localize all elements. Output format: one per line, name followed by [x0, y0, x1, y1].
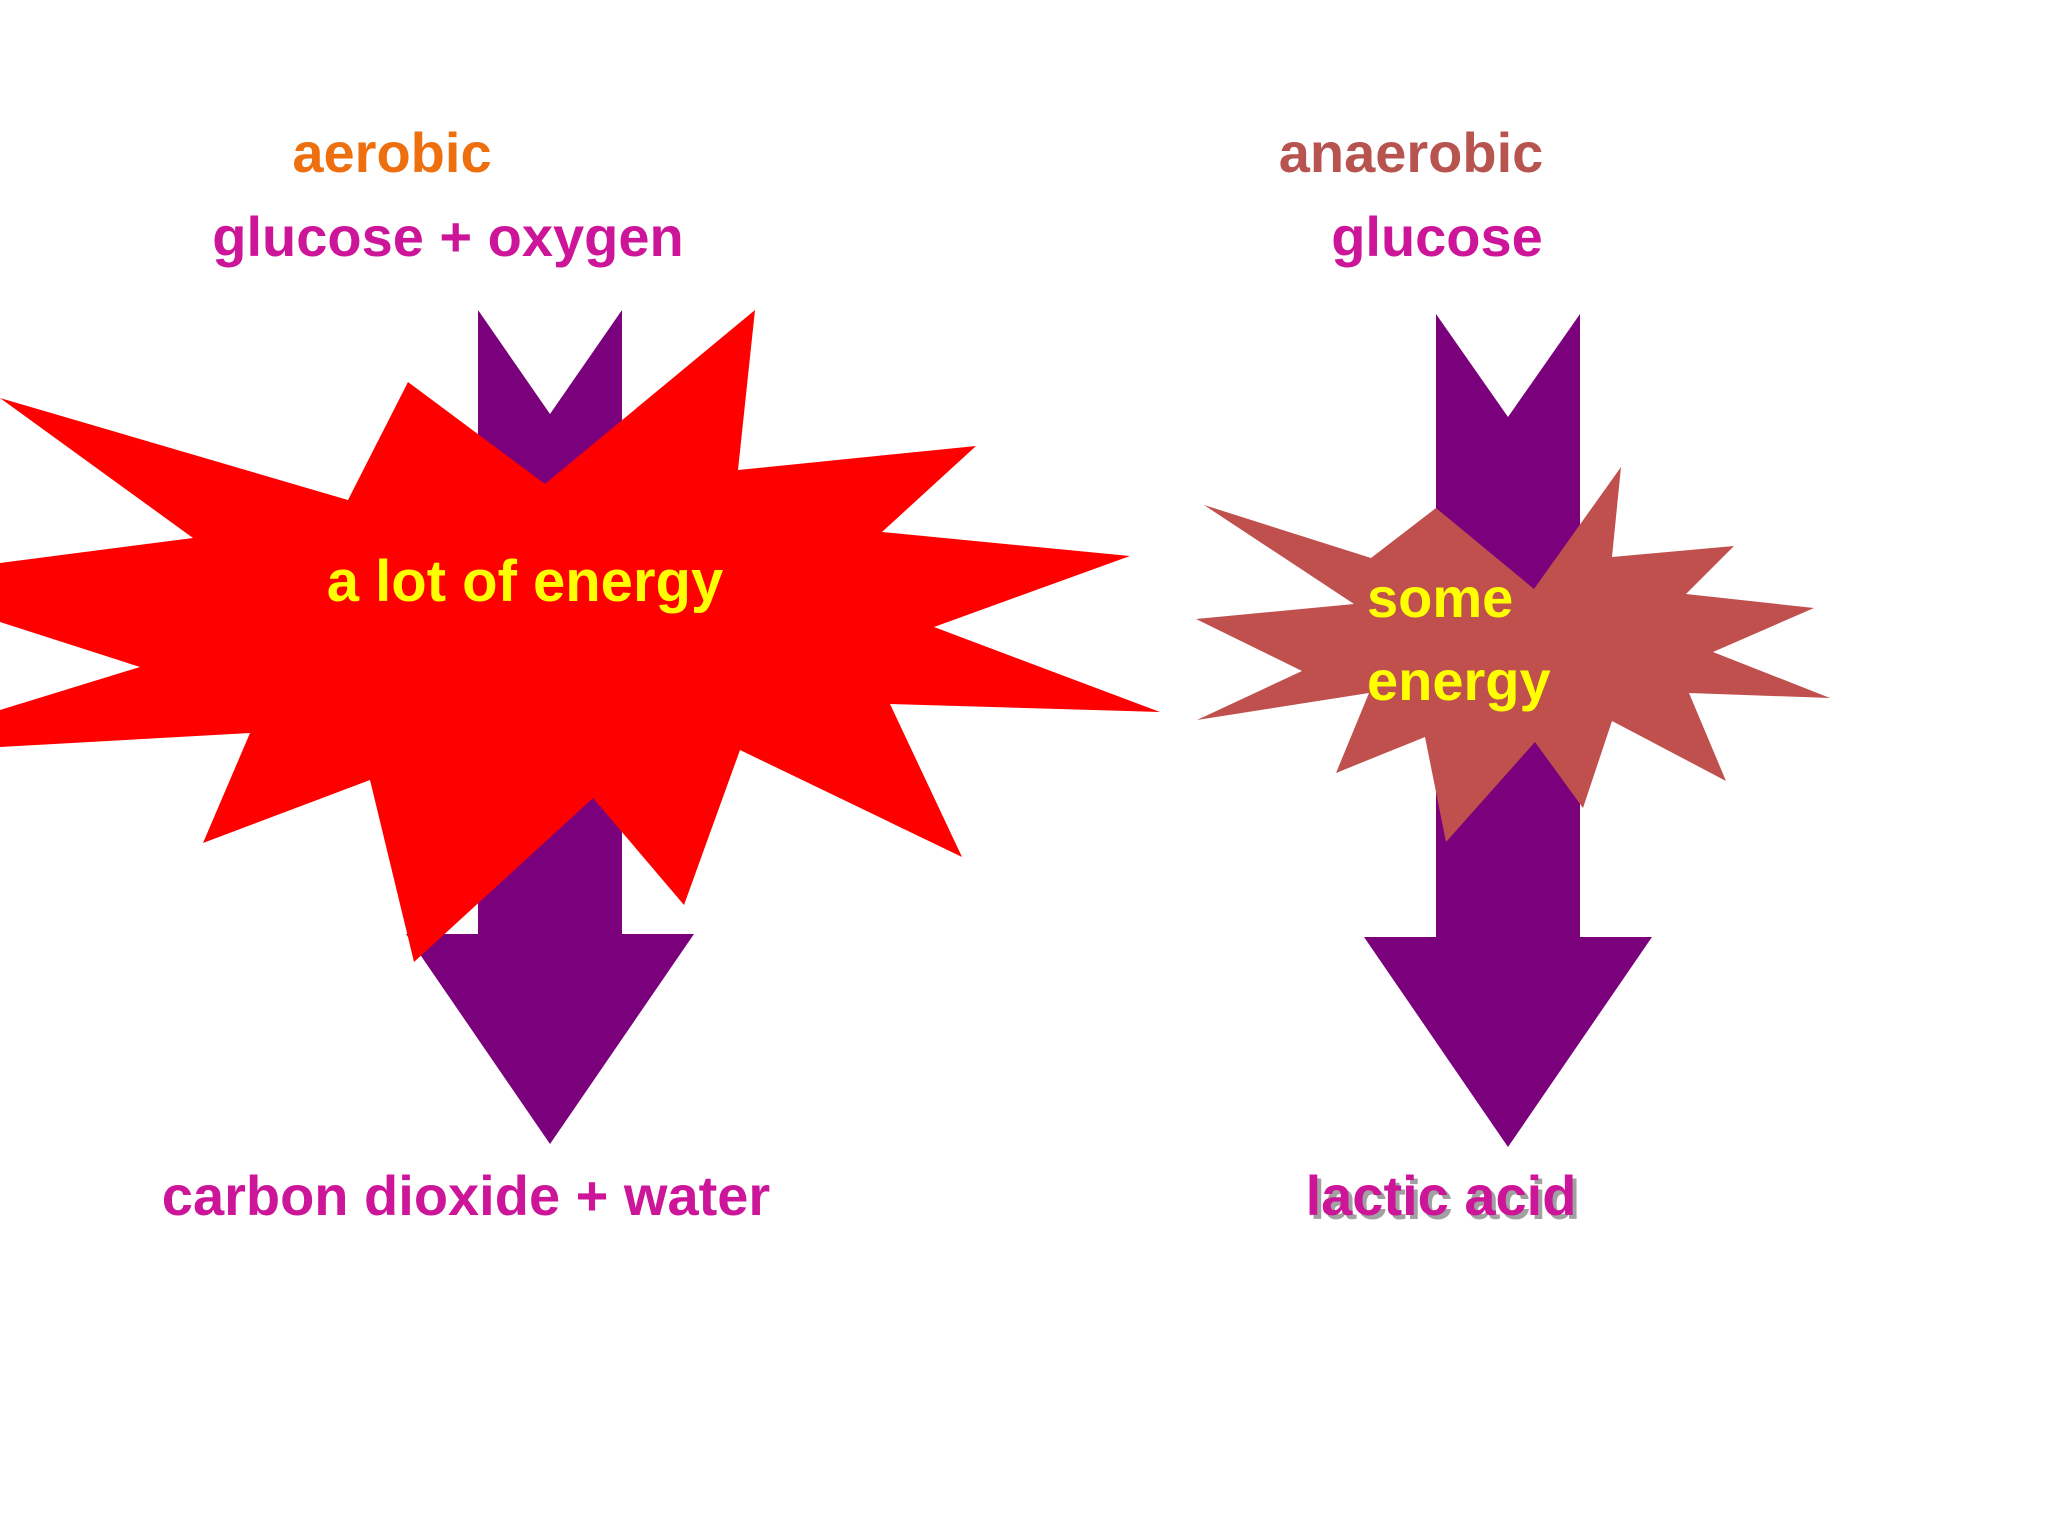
anaerobic-explosion-burst-icon — [1196, 467, 1830, 842]
aerobic-title: aerobic — [292, 121, 491, 184]
aerobic-reactants: glucose + oxygen — [212, 205, 684, 268]
aerobic-energy-label: a lot of energy — [327, 549, 723, 614]
anaerobic-energy-label-line2: energy — [1367, 649, 1551, 712]
anaerobic-reactants: glucose — [1331, 205, 1543, 268]
aerobic-explosion-burst-icon — [0, 310, 1160, 962]
anaerobic-products-shadow: lactic acid — [1310, 1168, 1581, 1231]
anaerobic-title: anaerobic — [1279, 121, 1544, 184]
anaerobic-products: lactic acid — [1306, 1164, 1577, 1227]
anaerobic-energy-label-line1: some — [1367, 566, 1513, 629]
aerobic-products: carbon dioxide + water — [162, 1164, 770, 1227]
